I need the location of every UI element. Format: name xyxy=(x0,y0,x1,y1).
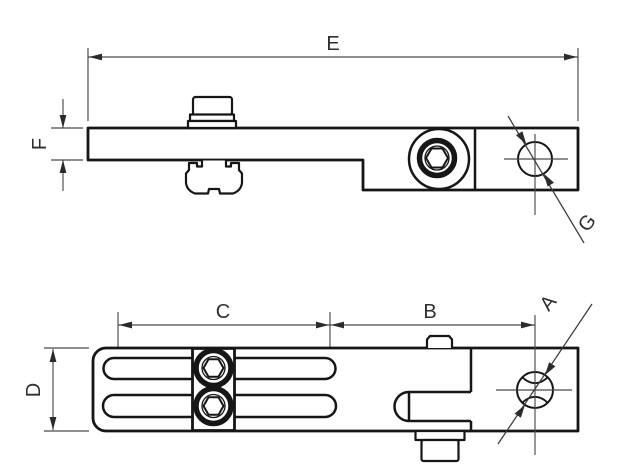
t-slot-nut xyxy=(184,160,244,195)
arrowhead-left-icon xyxy=(119,321,132,329)
dimension-E: E xyxy=(87,33,579,121)
screw-head xyxy=(420,438,460,463)
arrowhead-down-icon xyxy=(59,115,67,128)
arrowhead-a-lower-icon xyxy=(514,404,525,418)
dim-label-slot-length: C xyxy=(216,301,230,323)
pivot-boss-circle xyxy=(407,127,471,191)
arrowhead-a-upper-icon xyxy=(545,362,556,376)
arrowhead-right-icon xyxy=(316,321,329,329)
screw-flange xyxy=(414,429,466,442)
dimension-F: F xyxy=(29,99,83,191)
swing-arm-edges xyxy=(409,390,473,430)
arrowhead-up-icon xyxy=(49,349,57,362)
dimension-D: D xyxy=(23,347,89,432)
screw-flange-lower xyxy=(186,119,238,130)
clamping-screw-side xyxy=(186,95,238,130)
extension-lines-F xyxy=(51,127,83,161)
dim-label-overall-length: E xyxy=(326,33,339,55)
arm-screw-plan xyxy=(414,429,466,463)
lower-washer-screw xyxy=(193,385,234,427)
socket-rim xyxy=(201,355,226,381)
dim-label-clamp-hole-callout: A xyxy=(536,290,562,315)
arrowhead-down-icon xyxy=(49,417,57,430)
swing-arm-round-end xyxy=(393,390,411,423)
arrowhead-left-icon xyxy=(331,321,344,329)
upper-washer-screw xyxy=(193,347,234,389)
arrowhead-g-upper-icon xyxy=(516,131,527,145)
dimension-B: B xyxy=(330,301,535,329)
dim-label-bar-thickness: F xyxy=(29,138,51,150)
arrowhead-right-icon xyxy=(564,53,577,61)
pivot-hole-centerlines xyxy=(504,134,568,215)
side-elevation-view: E F xyxy=(29,33,601,244)
side-body-outline xyxy=(86,126,580,192)
hex-socket-icon xyxy=(425,147,449,169)
hex-socket-icon xyxy=(202,396,225,416)
dim-label-head-distance: B xyxy=(423,301,436,323)
arrowhead-left-icon xyxy=(89,53,102,61)
arrowhead-g-lower-icon xyxy=(543,173,554,187)
arrowhead-up-icon xyxy=(59,160,67,173)
socket-rim xyxy=(201,393,226,419)
hex-socket-icon xyxy=(202,358,225,378)
extension-lines-E xyxy=(87,48,579,121)
leader-line-A xyxy=(497,303,593,445)
stop-tab xyxy=(425,334,454,348)
screw-head xyxy=(191,95,234,117)
extension-lines-D xyxy=(44,347,89,432)
dim-label-bar-width: D xyxy=(23,383,45,397)
arrowhead-right-icon xyxy=(521,321,534,329)
plan-view: C B D xyxy=(23,290,593,463)
